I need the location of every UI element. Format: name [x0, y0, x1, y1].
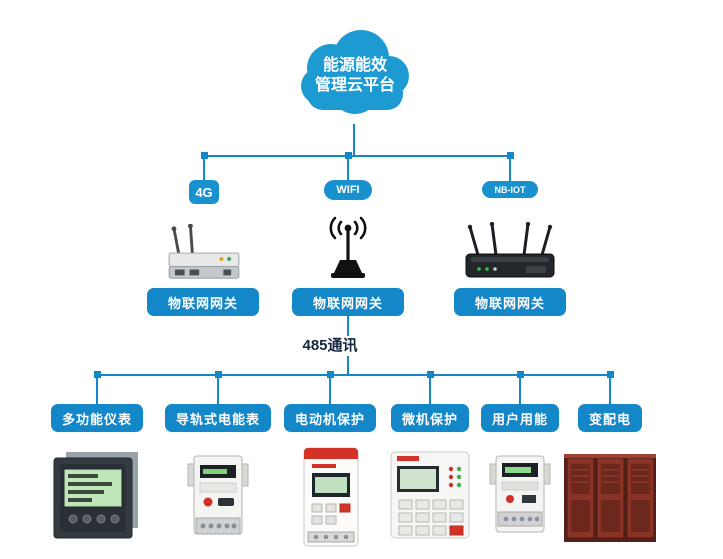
branch-line-nbiot: [509, 156, 511, 181]
multifunction-meter-image: [52, 450, 142, 542]
terminal-button-user-energy[interactable]: 用户用能: [481, 404, 559, 432]
connector-node: [507, 152, 514, 159]
branch-line-terminal-6: [609, 375, 611, 404]
gateway-button-wifi[interactable]: 物联网网关: [292, 288, 404, 316]
cloud-title-line2: 管理云平台: [314, 77, 395, 94]
bus-485-label: 485通讯: [292, 336, 368, 356]
din-rail-meter-image: [176, 452, 260, 542]
connector-cloud-to-bus1: [353, 124, 355, 156]
connector-node: [427, 371, 434, 378]
4g-router-icon: [164, 224, 244, 286]
connector-node: [327, 371, 334, 378]
connector-node: [201, 152, 208, 159]
terminal-button-micro-protection[interactable]: 微机保护: [391, 404, 469, 432]
user-energy-meter-image: [482, 452, 558, 540]
cloud-title: 能源能效 管理云平台: [283, 56, 427, 96]
connector-node: [94, 371, 101, 378]
connector-node: [215, 371, 222, 378]
cloud-icon: [301, 30, 409, 114]
branch-line-terminal-4: [429, 375, 431, 404]
terminal-bus-line: [97, 374, 612, 376]
gateway-button-4g[interactable]: 物联网网关: [147, 288, 259, 316]
branch-line-terminal-5: [519, 375, 521, 404]
distribution-cabinet-image: [562, 450, 658, 546]
cloud-title-line1: 能源能效: [322, 57, 387, 74]
connector-node: [517, 371, 524, 378]
nbiot-router-icon: [464, 222, 556, 288]
terminal-button-power-distribution[interactable]: 变配电: [578, 404, 642, 432]
motor-protection-image: [300, 446, 362, 550]
wifi-antenna-icon: [320, 214, 376, 282]
badge-nbiot[interactable]: NB-IOT: [482, 181, 538, 198]
connector-node: [607, 371, 614, 378]
branch-line-wifi: [347, 156, 349, 181]
gateway-bus-line: [204, 155, 512, 157]
gateway-button-nbiot[interactable]: 物联网网关: [454, 288, 566, 316]
badge-wifi[interactable]: WIFI: [324, 180, 372, 200]
connector-node: [345, 152, 352, 159]
micro-protection-image: [389, 450, 471, 542]
branch-line-terminal-1: [96, 375, 98, 404]
terminal-button-din-rail-meter[interactable]: 导轨式电能表: [165, 404, 271, 432]
terminal-button-motor-protection[interactable]: 电动机保护: [284, 404, 376, 432]
branch-line-4g: [203, 156, 205, 181]
branch-line-terminal-2: [217, 375, 219, 404]
terminal-button-multifunction-meter[interactable]: 多功能仪表: [51, 404, 143, 432]
cloud-platform: 能源能效 管理云平台: [283, 26, 427, 128]
badge-4g[interactable]: 4G: [189, 180, 219, 204]
branch-line-terminal-3: [329, 375, 331, 404]
